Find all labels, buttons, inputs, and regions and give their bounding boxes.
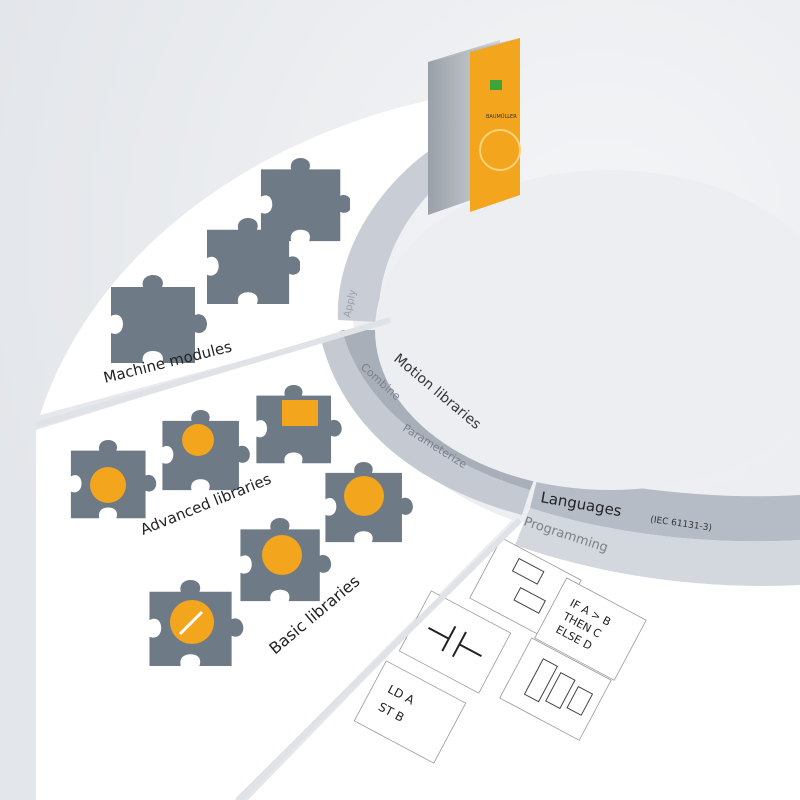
drive-controller-device: BAUMÜLLER — [428, 38, 521, 215]
cam-disc-icon — [90, 467, 126, 503]
network-icon — [344, 476, 384, 516]
arrow-up-right-icon — [262, 535, 302, 575]
map-pin-icon — [282, 400, 318, 426]
puzzle-icon — [206, 218, 300, 305]
puzzle-icon — [260, 158, 350, 242]
divider — [35, 317, 391, 428]
device-logo-ring-icon — [479, 129, 521, 171]
fbd-tile — [499, 637, 612, 741]
center-disc — [375, 170, 800, 490]
divider — [235, 517, 523, 800]
il-tile: LD A ST B — [353, 660, 467, 764]
terminal-block-icon — [490, 80, 502, 90]
st-tile: IF A > B THEN C ELSE D — [534, 577, 647, 681]
cnc-icon — [182, 424, 214, 456]
device-brand: BAUMÜLLER — [486, 113, 517, 120]
motion-libraries-ring — [322, 330, 530, 515]
apply-ring — [337, 150, 455, 322]
programming-ring — [515, 508, 800, 586]
